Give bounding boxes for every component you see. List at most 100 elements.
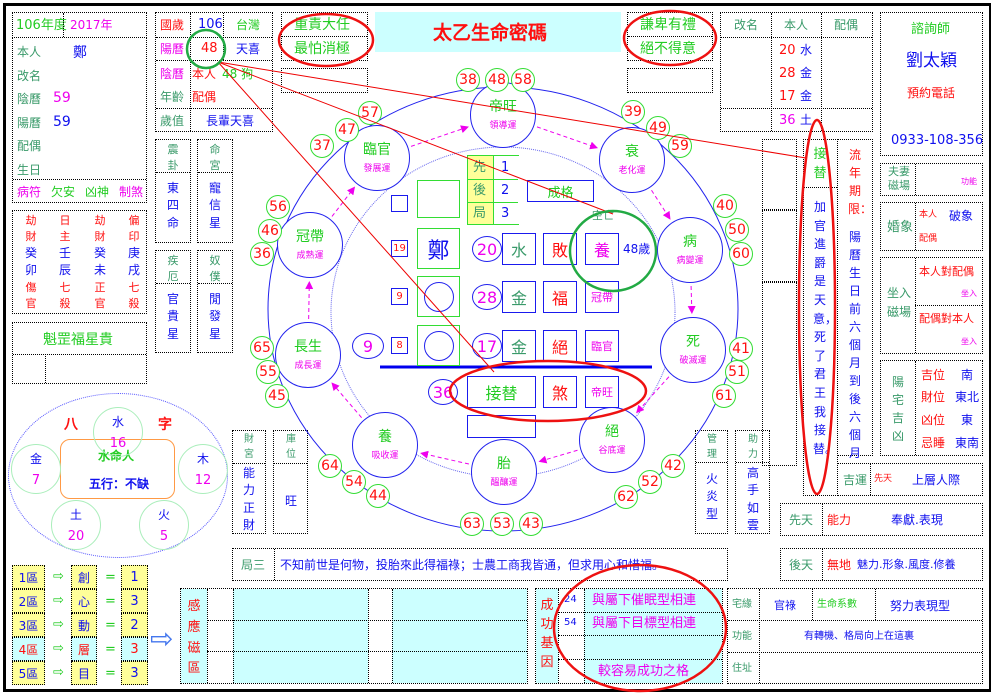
luck-label: 吉運: [843, 473, 868, 487]
palace-circle-7[interactable]: 長生成長運: [275, 322, 341, 388]
palace-subtitle: 成熟運: [296, 251, 324, 262]
palace-name: 臨官: [363, 141, 391, 158]
palace-circle-2[interactable]: 病病變運: [657, 217, 723, 283]
age-label: 48歲: [623, 242, 651, 256]
age-circle: 39: [621, 100, 645, 124]
xian-value: 1: [501, 160, 510, 175]
label-spouse: 配偶: [192, 90, 217, 104]
arrow-icon: ⇨: [53, 665, 64, 680]
value-lunar: 59: [53, 90, 71, 106]
label-lunar: 陰曆: [160, 67, 185, 81]
age-circle: 60: [729, 242, 753, 266]
age-circle: 44: [366, 484, 390, 508]
palace-name: 絕: [605, 423, 619, 440]
arrow-icon: ⇨: [53, 641, 64, 656]
direction-key: 吉位: [921, 368, 946, 382]
couple-field-label: 夫妻磁場: [888, 165, 910, 193]
age-circle: 54: [342, 470, 366, 494]
label-age: 年齡: [160, 90, 185, 104]
zone-label: 3區: [12, 613, 45, 637]
manage-head: 管理: [707, 434, 717, 460]
manage-body: 火炎型: [705, 472, 718, 521]
flow-arrow: [305, 280, 314, 320]
palace-circle-5[interactable]: 胎醞釀運: [471, 439, 537, 505]
palace-subtitle: 醞釀運: [490, 478, 518, 489]
palace-name: 帝旺: [489, 98, 517, 115]
palace-subtitle: 發展運: [363, 164, 391, 175]
house-fortune: 陽宅吉凶 吉位南 財位東北 凶位東 忌睡東南: [880, 360, 983, 456]
function-label: 功能: [732, 631, 752, 642]
phase-box: 冠帶: [585, 281, 619, 313]
marriage-self: 本人: [919, 210, 938, 220]
arrow-icon: ⇨: [53, 569, 64, 584]
gua-box: 震卦東四命: [155, 139, 191, 243]
number-circle: 36: [428, 379, 458, 405]
palace-circle-3[interactable]: 死破滅運: [660, 317, 726, 383]
success-label: 成功基因: [540, 598, 554, 670]
marriage-label: 婚象: [887, 220, 914, 235]
booking-label: 預約電話: [907, 86, 956, 100]
value-self: 鄭: [73, 45, 87, 61]
flow-arrow: [536, 126, 599, 150]
element-name: 土: [69, 508, 82, 522]
age-circle: 61: [712, 384, 736, 408]
kong-wang-label: 空亡: [592, 209, 614, 222]
address-label: 住址: [732, 663, 752, 674]
innate-tag: 能力: [827, 513, 852, 527]
age-circle: 53: [490, 512, 514, 536]
palace-circle-0[interactable]: 帝旺領導運: [470, 82, 536, 148]
palace-subtitle: 老化運: [618, 166, 646, 177]
element-count: 5: [159, 529, 169, 544]
effort-type: 努力表現型: [890, 599, 951, 613]
sit-field-label: 坐入磁場: [886, 286, 911, 320]
zone-value: 3: [121, 589, 148, 613]
wuxing-summary: 五行：不缺: [89, 477, 150, 491]
value-tianxi: 天喜: [236, 42, 261, 56]
outer-number: 9: [352, 333, 384, 359]
empty-box: [762, 210, 797, 282]
palace-circle-4[interactable]: 絕谷底運: [579, 407, 645, 473]
age-circle: 47: [335, 118, 359, 142]
palace-name: 長生: [294, 338, 322, 355]
equals-sign: =: [105, 642, 116, 657]
acquired-label: 後天: [789, 558, 814, 572]
omen: 病符: [17, 185, 42, 199]
spouse-to-self: 配偶對本人: [919, 312, 974, 325]
age-circle: 41: [729, 337, 753, 361]
direction-value: 東: [961, 413, 974, 427]
wealth-body: 能力正財: [242, 466, 255, 533]
label-birthday: 生日: [17, 163, 42, 177]
pillar-top: 劫財: [94, 214, 106, 243]
age-circle: 36: [250, 242, 274, 266]
ju-label: 局三: [241, 558, 266, 572]
zone-value: 2: [121, 613, 148, 637]
period-box: 流年期限： 陽曆生日前六個月到後六個月: [837, 139, 873, 460]
zone-value: 1: [121, 565, 148, 589]
pillar-ganzhi: 庚戌: [127, 246, 140, 278]
flow-arrow: [331, 382, 362, 418]
direction-value: 東南: [955, 436, 980, 450]
element: 水: [800, 43, 813, 57]
label-self: 本人: [17, 45, 42, 59]
big-box: [417, 180, 460, 218]
value-national-age: 106: [198, 17, 223, 32]
year-roc: 106年度: [16, 18, 67, 33]
servant-label: 奴僕: [209, 254, 221, 283]
palace-subtitle: 成長運: [294, 361, 322, 372]
big-arrow-icon: ⇨: [150, 622, 174, 655]
phone-number[interactable]: 0933-108-356: [891, 133, 984, 148]
label-solar: 陽曆: [17, 116, 42, 130]
window-frame: [3, 3, 991, 692]
age-circle: 57: [358, 101, 382, 125]
self-to-spouse: 本人對配偶: [919, 265, 974, 278]
flow-arrow: [410, 125, 469, 147]
palace-circle-8[interactable]: 冠帶成熟運: [277, 212, 343, 278]
name-box: [417, 325, 460, 366]
palace-circle-6[interactable]: 養吸收運: [352, 412, 418, 478]
zone-label: 4區: [12, 637, 45, 661]
palace-subtitle: 領導運: [489, 121, 517, 132]
zone-key: 動: [71, 613, 97, 637]
couple-func: 功能: [961, 177, 977, 186]
element-box: 金: [502, 281, 536, 313]
